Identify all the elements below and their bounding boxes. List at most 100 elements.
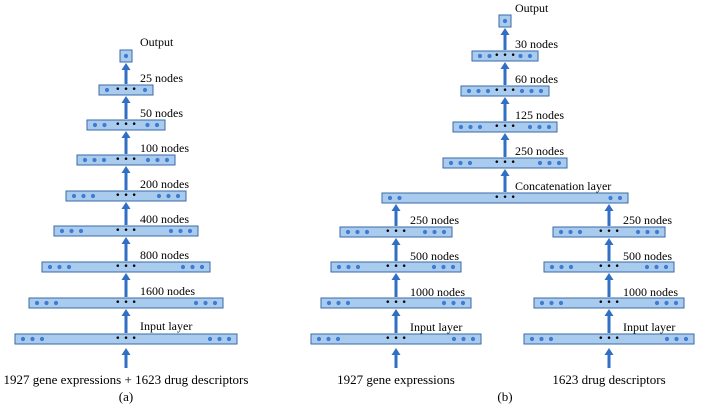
a-layer-5-node-dot xyxy=(101,157,107,163)
a-layer-4-bar xyxy=(65,190,187,202)
b-right-layer-1-node-dot xyxy=(654,300,660,306)
a-layer-6-ellipsis: • • • xyxy=(115,120,137,130)
b-right-arrow-2-head xyxy=(604,238,614,245)
a-arrow-output-head xyxy=(121,63,131,70)
b-right-arrow-to-concat-head xyxy=(604,204,614,211)
b-left-layer-1-bar xyxy=(320,297,472,309)
b-left-layer-2-node-dot xyxy=(355,264,361,270)
a-layer-2-node-dot xyxy=(190,264,195,270)
a-layer-3-node-dot xyxy=(187,228,193,234)
b-right-layer-1-node-dot xyxy=(673,300,679,306)
a-layer-3-ellipsis: • • • xyxy=(115,226,137,236)
b-right-layer-3-node-dot xyxy=(645,229,650,235)
a-arrow-2-head xyxy=(121,237,131,244)
b-left-layer-0-bar xyxy=(310,333,482,345)
b-left-layer-3-bar xyxy=(339,226,453,238)
a-arrow-4-head xyxy=(121,166,131,173)
b-right-layer-0-node-dot xyxy=(539,336,544,342)
b-right-layer-1-bar xyxy=(533,297,685,309)
b-right-layer-2-node-dot xyxy=(663,264,669,270)
b-concat-node-dot xyxy=(397,195,402,201)
b-label-concatenation-layer: Concatenation layer xyxy=(515,179,611,193)
b-top-layer-2-node-dot xyxy=(529,88,534,94)
a-label-100-nodes: 100 nodes xyxy=(140,141,189,155)
b-right-layer-1-ellipsis: • • • xyxy=(598,298,620,308)
a-layer-5-node-dot xyxy=(164,157,170,163)
a-layer-0-node-dot xyxy=(30,336,35,342)
b-top-layer-2-ellipsis: • • • xyxy=(494,86,516,96)
b-label-30-nodes: 30 nodes xyxy=(515,37,558,51)
b-concat-node-dot xyxy=(387,195,393,201)
b-right-layer-0-node-dot xyxy=(529,336,535,342)
a-layer-0-node-dot xyxy=(207,336,213,342)
b-right-layer-2-node-dot xyxy=(559,264,564,270)
b-concat-bar xyxy=(381,192,629,204)
b-right-layer-3-node-dot xyxy=(577,229,583,235)
b-left-layer-1-node-dot xyxy=(336,300,341,306)
a-layer-0-node-dot xyxy=(20,336,26,342)
b-left-layer-0-node-dot xyxy=(316,336,322,342)
b-top-layer-1-node-dot xyxy=(468,124,473,130)
b-left-label-500-nodes: 500 nodes xyxy=(410,249,459,263)
b-top-layer-0-node-dot xyxy=(467,160,473,166)
b-right-layer-3-node-dot xyxy=(635,229,641,235)
b-left-layer-0-node-dot xyxy=(461,336,466,342)
b-left-input-caption: 1927 gene expressions xyxy=(337,372,455,387)
a-layer-6-bar xyxy=(86,119,166,131)
b-right-layer-0-node-dot xyxy=(664,336,670,342)
b-output-node-node-dot xyxy=(502,18,508,24)
b-concat-node-dot xyxy=(608,195,613,201)
a-layer-1-node-dot xyxy=(53,300,59,306)
a-label-25-nodes: 25 nodes xyxy=(140,71,183,85)
a-output-label: Output xyxy=(140,35,174,49)
a-layer-2-node-dot xyxy=(199,264,205,270)
b-left-layer-2-node-dot xyxy=(346,264,351,270)
a-layer-6-node-dot xyxy=(145,122,150,128)
b-output-label: Output xyxy=(515,1,549,15)
b-right-layer-3-node-dot xyxy=(558,229,564,235)
b-right-layer-0-ellipsis: • • • xyxy=(598,334,620,344)
b-top-layer-2-node-dot xyxy=(485,88,491,94)
a-input-caption: 1927 gene expressions + 1623 drug descri… xyxy=(4,372,249,387)
b-top-layer-1-node-dot xyxy=(458,124,464,130)
a-layer-2-node-dot xyxy=(66,264,72,270)
a-arrow-6-head xyxy=(121,96,131,103)
b-right-layer-1-node-dot xyxy=(539,300,545,306)
b-top-layer-1-node-dot xyxy=(537,124,542,130)
a-layer-5-node-dot xyxy=(92,157,97,163)
b-left-layer-1-node-dot xyxy=(345,300,351,306)
a-arrow-3-head xyxy=(121,202,131,209)
b-left-layer-1-node-dot xyxy=(441,300,447,306)
b-left-layer-3-node-dot xyxy=(364,229,370,235)
a-label-200-nodes: 200 nodes xyxy=(140,177,189,191)
a-layer-1-node-dot xyxy=(203,300,208,306)
b-left-layer-3-node-dot xyxy=(422,229,428,235)
a-layer-4-node-dot xyxy=(81,193,86,199)
a-layer-1-ellipsis: • • • xyxy=(115,298,137,308)
b-right-layer-2-node-dot xyxy=(654,264,659,270)
b-left-arrow-to-concat-head xyxy=(391,204,401,211)
b-concat-ellipsis: • • • xyxy=(494,193,516,203)
b-label-60-nodes: 60 nodes xyxy=(515,72,558,86)
b-left-layer-2-node-dot xyxy=(441,264,446,270)
a-layer-5-node-dot xyxy=(82,157,88,163)
b-left-label-1000-nodes: 1000 nodes xyxy=(410,285,465,299)
b-left-label-input-layer: Input layer xyxy=(410,320,462,334)
a-label-input-layer: Input layer xyxy=(140,319,192,333)
b-left-arrow-0-head xyxy=(391,309,401,316)
b-top-layer-3-node-dot xyxy=(527,53,533,59)
a-layer-2-bar xyxy=(41,261,211,273)
b-right-layer-3-node-dot xyxy=(568,229,573,235)
a-layer-1-bar xyxy=(28,297,224,309)
b-label-250-nodes: 250 nodes xyxy=(515,144,564,158)
b-right-layer-1-node-dot xyxy=(664,300,669,306)
a-layer-6-node-dot xyxy=(92,122,98,128)
a-label-50-nodes: 50 nodes xyxy=(140,106,183,120)
b-left-layer-1-node-dot xyxy=(451,300,456,306)
b-left-layer-0-node-dot xyxy=(326,336,331,342)
b-right-label-250-nodes: 250 nodes xyxy=(623,213,672,227)
b-right-input-caption: 1623 drug descriptors xyxy=(552,372,665,387)
b-right-layer-2-bar xyxy=(543,261,675,273)
a-layer-4-node-dot xyxy=(90,193,96,199)
